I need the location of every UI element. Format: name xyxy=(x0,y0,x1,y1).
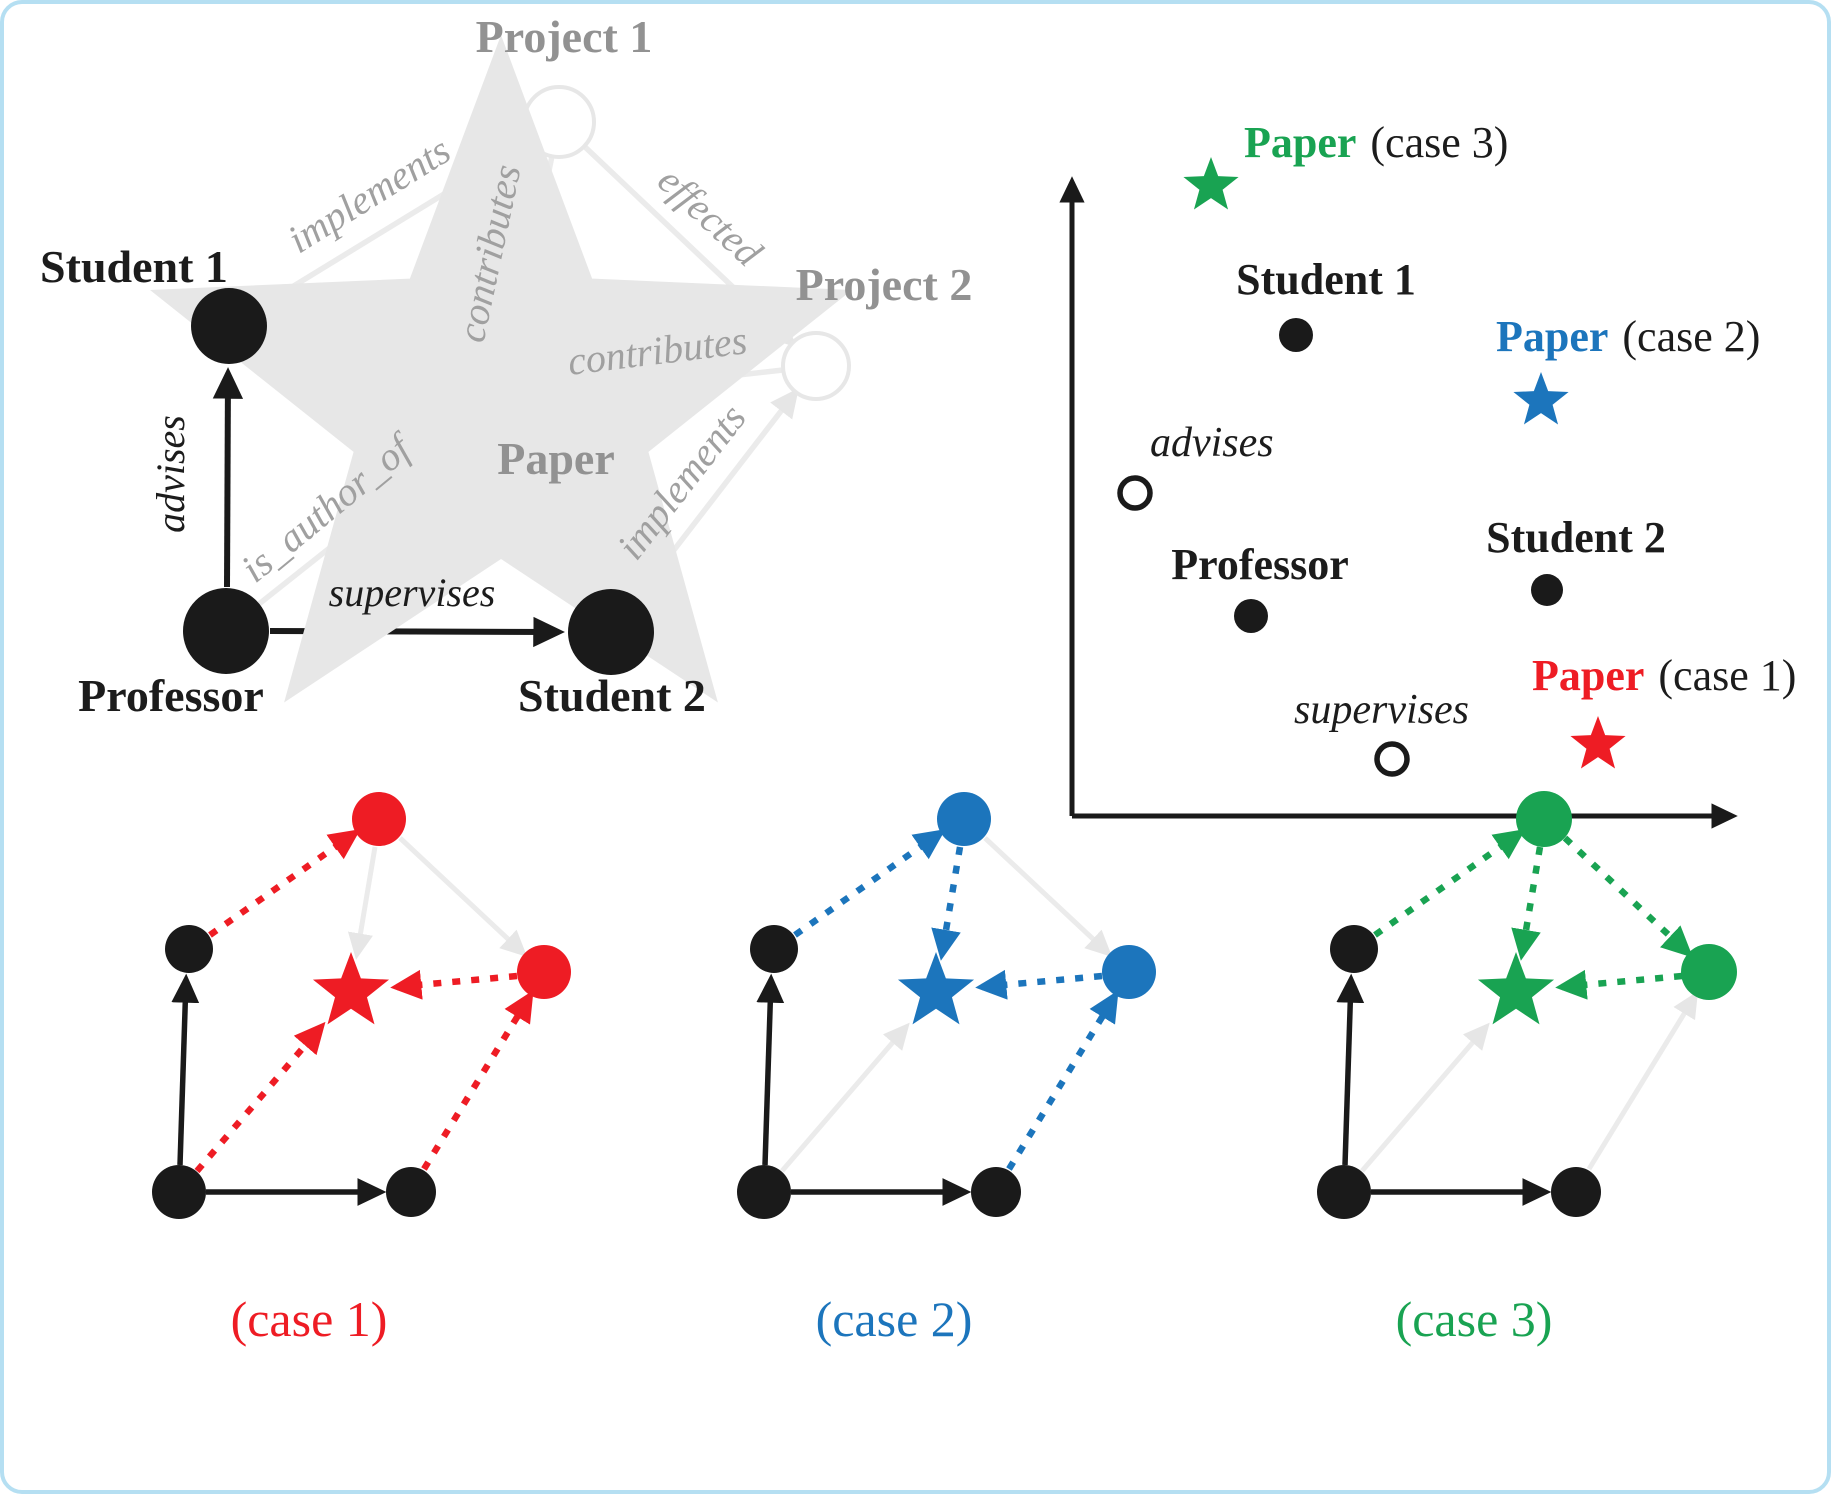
c2-node-student2 xyxy=(971,1167,1021,1217)
c2-node-project2 xyxy=(1102,945,1156,999)
paper-case2-name: Paper xyxy=(1496,312,1608,361)
edge-label-supervises: supervises xyxy=(329,570,496,615)
c2-node-project1 xyxy=(937,792,991,846)
label-paper-case3: Paper (case 3) xyxy=(1244,118,1508,167)
figure-canvas: Project 1 Project 2 Paper Student 1 Prof… xyxy=(40,11,1796,1347)
supervises-point xyxy=(1374,741,1410,777)
c3-node-paper-star xyxy=(1477,952,1555,1025)
label-project2: Project 2 xyxy=(796,259,973,310)
c2-edge-student1-project1 xyxy=(793,829,946,938)
c1-edge-professor-paper xyxy=(194,1021,326,1174)
edge-label-advises: advises xyxy=(148,415,193,533)
label-emb-advises: advises xyxy=(1150,420,1274,466)
c1-node-project2 xyxy=(517,945,571,999)
c2-node-professor xyxy=(737,1165,791,1219)
node-student1 xyxy=(191,288,267,364)
node-project2 xyxy=(781,331,851,401)
paper-case3-suffix: (case 3) xyxy=(1370,118,1508,167)
c3-node-professor xyxy=(1317,1165,1371,1219)
knowledge-graph: Project 1 Project 2 Paper Student 1 Prof… xyxy=(40,11,972,721)
c1-edge-project2-paper xyxy=(390,969,518,1000)
node-professor xyxy=(183,588,269,674)
c3-node-project2 xyxy=(1681,944,1737,1000)
label-paper: Paper xyxy=(497,433,615,484)
paper-case1-star xyxy=(1570,716,1626,769)
advises-point xyxy=(1117,475,1153,511)
label-emb-supervises: supervises xyxy=(1294,687,1469,733)
c1-node-student1 xyxy=(165,925,213,973)
c1-edge-project1-project2 xyxy=(398,836,528,957)
c1-node-professor xyxy=(152,1165,206,1219)
edge-advises-professor-student1 xyxy=(212,367,244,588)
paper-case2-star xyxy=(1513,372,1569,425)
edge-implements-student2-project2 xyxy=(634,387,799,600)
professor-point xyxy=(1234,599,1268,633)
case-2-label: (case 2) xyxy=(816,1291,973,1347)
c1-edge-student1-project1 xyxy=(208,829,361,938)
edge-supervises-professor-student2 xyxy=(269,616,565,648)
edge-effected-project1-project2 xyxy=(582,144,797,348)
label-paper-case2: Paper (case 2) xyxy=(1496,312,1760,361)
c2-node-paper-star xyxy=(897,952,975,1025)
label-student1: Student 1 xyxy=(40,241,228,292)
label-professor: Professor xyxy=(78,670,264,721)
c1-edge-student2-project2 xyxy=(421,990,534,1171)
case-1-graph xyxy=(152,792,571,1219)
student2-point xyxy=(1531,574,1563,606)
c1-edge-professor-student1 xyxy=(171,973,200,1166)
edge-label-effected: effected xyxy=(649,157,771,275)
c3-edge-professor-paper xyxy=(1360,1022,1490,1173)
c3-edge-professor-student1 xyxy=(1336,973,1365,1166)
paper-case3-star xyxy=(1183,157,1239,210)
c2-edge-project1-paper xyxy=(931,846,964,961)
c2-edge-project1-project2 xyxy=(983,836,1113,957)
c1-node-project1 xyxy=(352,792,406,846)
c3-node-student2 xyxy=(1551,1167,1601,1217)
node-student2 xyxy=(568,589,654,675)
paper-case1-name: Paper xyxy=(1532,651,1644,700)
c3-edge-project1-project2 xyxy=(1562,835,1693,958)
node-project1 xyxy=(522,85,596,159)
case-2-graph xyxy=(737,792,1156,1219)
label-emb-student1: Student 1 xyxy=(1236,255,1416,304)
case-3-graph xyxy=(1317,791,1737,1219)
c1-node-paper-star xyxy=(312,952,390,1025)
case-3-label: (case 3) xyxy=(1396,1291,1553,1347)
c1-node-student2 xyxy=(386,1167,436,1217)
c3-edge-project1-paper xyxy=(1511,846,1544,961)
label-paper-case1: Paper (case 1) xyxy=(1532,651,1796,700)
paper-case3-name: Paper xyxy=(1244,118,1356,167)
c2-node-student1 xyxy=(750,925,798,973)
label-emb-professor: Professor xyxy=(1171,540,1349,589)
edge-implements-student1-project1 xyxy=(259,138,535,309)
paper-case2-suffix: (case 2) xyxy=(1622,312,1760,361)
label-emb-student2: Student 2 xyxy=(1486,513,1666,562)
c2-edge-professor-paper xyxy=(780,1022,910,1173)
c2-edge-project2-paper xyxy=(975,969,1103,1000)
label-project1: Project 1 xyxy=(476,11,653,62)
c3-edge-project2-paper xyxy=(1555,969,1683,1000)
label-student2: Student 2 xyxy=(518,670,706,721)
c2-edge-professor-student1 xyxy=(756,973,785,1166)
embedding-plot: Paper (case 3) Paper (case 2) Paper (case 1… xyxy=(1059,118,1796,829)
paper-case1-suffix: (case 1) xyxy=(1658,651,1796,700)
case-1-label: (case 1) xyxy=(231,1291,388,1347)
c3-edge-student1-project1 xyxy=(1373,829,1526,938)
c2-edge-student2-project2 xyxy=(1006,990,1119,1171)
c3-node-project1 xyxy=(1516,791,1572,847)
c3-node-student1 xyxy=(1330,925,1378,973)
student1-point xyxy=(1279,318,1313,352)
c1-edge-project1-paper xyxy=(347,846,378,960)
c3-edge-student2-project2 xyxy=(1586,991,1699,1171)
